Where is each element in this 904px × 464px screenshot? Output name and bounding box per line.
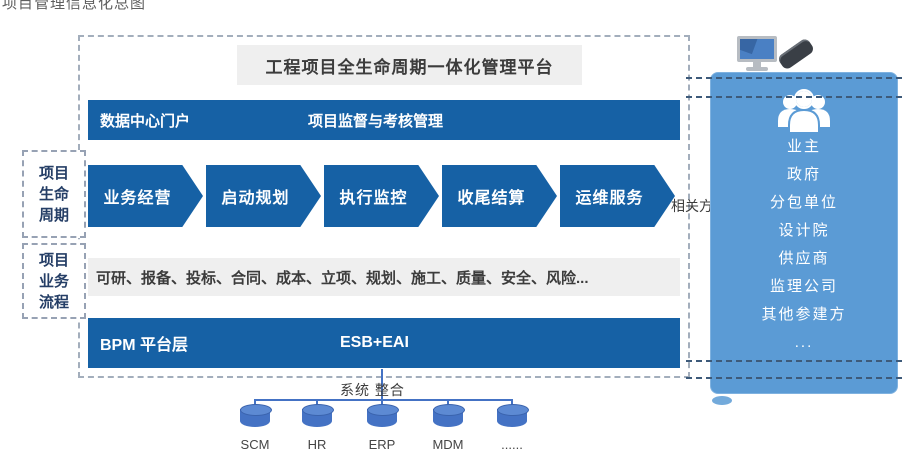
platform-layer-bar: BPM 平台层 ESB+EAI bbox=[88, 318, 680, 368]
stakeholder-item: 供应商 bbox=[778, 250, 830, 267]
lifecycle-label-line: 项目 bbox=[38, 164, 69, 182]
stakeholder-item: 政府 bbox=[786, 166, 821, 183]
stage-initiation-planning: 启动规划 bbox=[206, 165, 321, 227]
monitor-base bbox=[746, 67, 768, 71]
stage-label: 执行监控 bbox=[339, 190, 408, 207]
bpm-platform-label: BPM 平台层 bbox=[100, 337, 189, 354]
lifecycle-stages-row: 业务经营 启动规划 执行监控 收尾结算 运维服务 bbox=[88, 165, 675, 227]
system-name-scm: SCM bbox=[240, 437, 270, 452]
lifecycle-side-label: 项目 生命 周期 bbox=[22, 150, 86, 238]
stage-label: 收尾结算 bbox=[457, 190, 526, 207]
integration-bus-line bbox=[255, 399, 513, 401]
page-caption: 项目管理信息化总图 bbox=[2, 0, 147, 12]
database-cylinder-icon bbox=[302, 404, 334, 427]
process-label-line: 业务 bbox=[38, 272, 69, 290]
database-cylinder-icon bbox=[367, 404, 399, 427]
database-cylinder-icon bbox=[433, 404, 465, 427]
smartphone-icon bbox=[776, 37, 816, 71]
system-name-hr: HR bbox=[307, 437, 327, 452]
data-center-portal-label: 数据中心门户 bbox=[100, 112, 191, 130]
database-cylinder-icon bbox=[497, 404, 529, 427]
platform-title: 工程项目全生命周期一体化管理平台 bbox=[237, 45, 582, 85]
stakeholder-list: 业主 政府 分包单位 设计院 供应商 监理公司 其他参建方 ... bbox=[761, 137, 846, 352]
connector-dash-top-2 bbox=[686, 96, 902, 98]
system-name-erp: ERP bbox=[368, 437, 396, 452]
integration-trunk-line bbox=[381, 369, 383, 400]
stakeholder-item: 其他参建方 bbox=[761, 306, 847, 323]
system-name-mdm: MDM bbox=[432, 437, 464, 452]
process-side-label: 项目 业务 流程 bbox=[22, 243, 86, 319]
stakeholder-item: 设计院 bbox=[778, 222, 830, 239]
portal-bar: 数据中心门户 项目监督与考核管理 bbox=[88, 100, 680, 140]
esb-eai-label: ESB+EAI bbox=[340, 334, 409, 351]
database-cylinder-icon bbox=[240, 404, 272, 427]
business-process-strip: 可研、报备、投标、合同、成本、立项、规划、施工、质量、安全、风险... bbox=[88, 258, 680, 296]
stakeholder-item: 监理公司 bbox=[769, 278, 838, 295]
lifecycle-label-line: 周期 bbox=[38, 206, 69, 224]
panel-foot-decoration bbox=[712, 396, 732, 405]
stakeholder-item-more: ... bbox=[794, 334, 814, 351]
process-label-line: 项目 bbox=[38, 251, 69, 269]
system-integration-label: 系统 整合 bbox=[340, 382, 405, 398]
stage-closeout-settlement: 收尾结算 bbox=[442, 165, 557, 227]
stakeholder-item: 业主 bbox=[786, 138, 821, 155]
connector-dash-bottom-1 bbox=[686, 360, 902, 362]
monitor-screen bbox=[737, 36, 777, 62]
stakeholders-panel: 业主 政府 分包单位 设计院 供应商 监理公司 其他参建方 ... bbox=[710, 72, 898, 394]
connector-dash-bottom-2 bbox=[686, 377, 902, 379]
stage-label: 运维服务 bbox=[575, 190, 644, 207]
desktop-computer-icon bbox=[737, 36, 777, 71]
stage-business-operation: 业务经营 bbox=[88, 165, 203, 227]
stage-execution-monitoring: 执行监控 bbox=[324, 165, 439, 227]
monitor-stand bbox=[753, 62, 761, 67]
lifecycle-label-line: 生命 bbox=[38, 185, 69, 203]
stakeholder-connector-label: 相关方 bbox=[671, 198, 713, 214]
system-name-more: ...... bbox=[501, 437, 523, 452]
supervision-assessment-label: 项目监督与考核管理 bbox=[308, 112, 444, 130]
stage-label: 业务经营 bbox=[103, 190, 172, 207]
connector-dash-top-1 bbox=[686, 77, 902, 79]
user-group-icon bbox=[778, 89, 830, 133]
stage-label: 启动规划 bbox=[221, 190, 290, 207]
stage-operation-maintenance: 运维服务 bbox=[560, 165, 675, 227]
process-label-line: 流程 bbox=[38, 293, 69, 311]
stakeholder-item: 分包单位 bbox=[769, 194, 838, 211]
